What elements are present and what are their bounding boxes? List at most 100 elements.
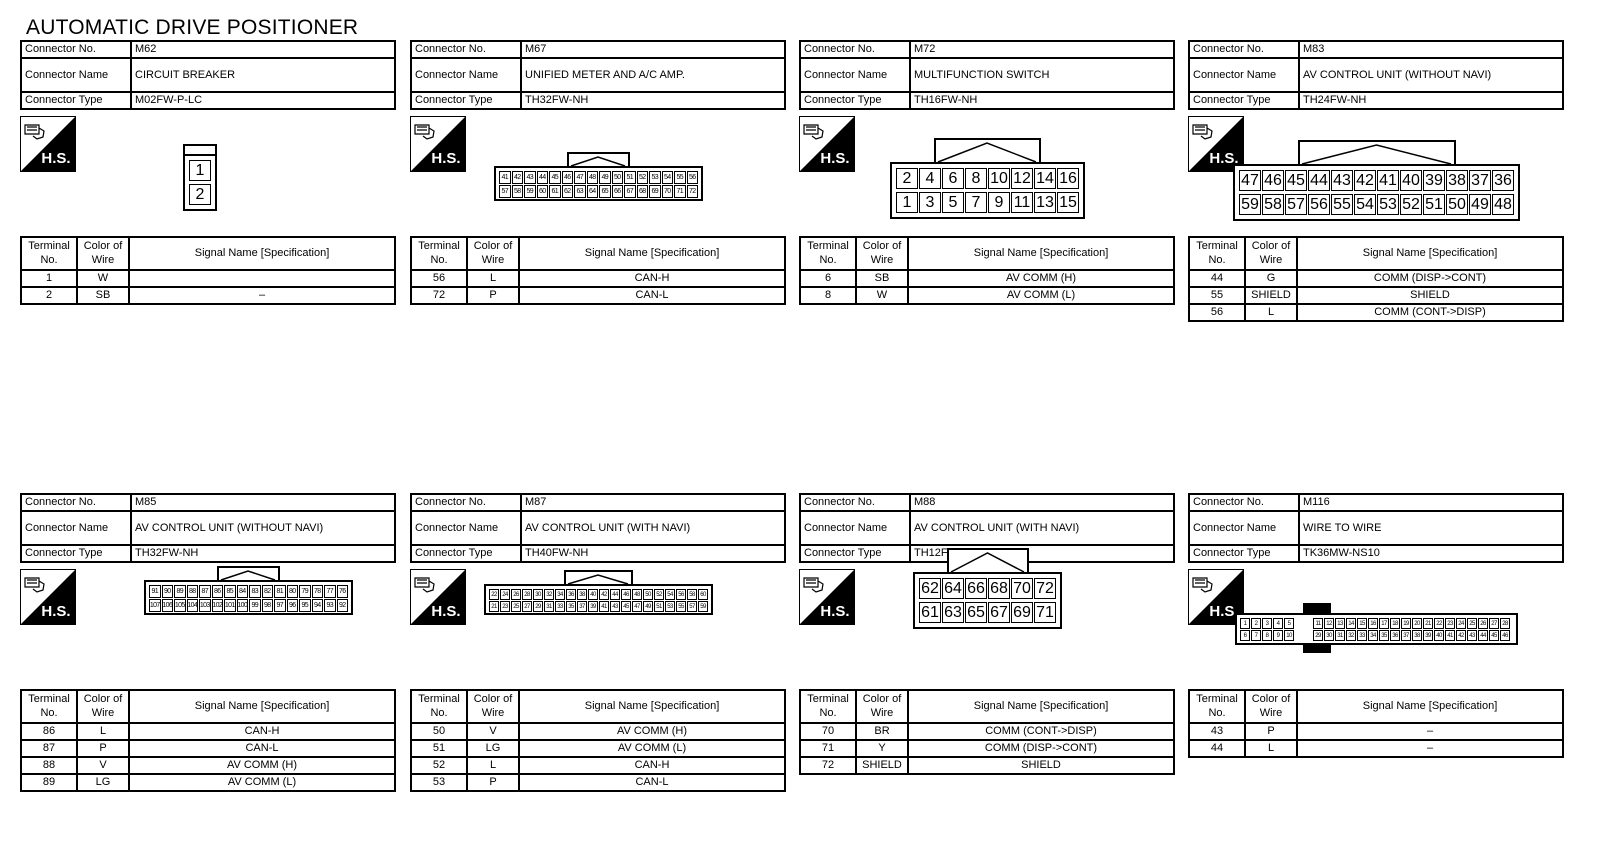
wire-color-header: Color of Wire [855, 689, 909, 724]
signal-name-header: Signal Name [Specification] [1296, 236, 1564, 271]
terminal-pin: 106 [161, 599, 173, 612]
terminal-pin: 9 [1273, 630, 1283, 641]
terminal-pin: 16 [1057, 168, 1079, 189]
signal-name: AV COMM (L) [518, 739, 786, 758]
terminal-pin: 82 [261, 585, 273, 598]
terminal-pin: 44 [610, 589, 620, 600]
terminal-pin: 22 [1434, 618, 1444, 629]
terminal-pin: 69 [649, 185, 661, 198]
wire-color: LG [76, 773, 130, 792]
connector-name-value: AV CONTROL UNIT (WITHOUT NAVI) [1298, 57, 1564, 93]
signal-name: CAN-L [518, 286, 786, 305]
hs-label: H.S. [1209, 150, 1238, 167]
connector-type-value: TH40FW-NH [520, 544, 786, 563]
wire-color-header: Color of Wire [1244, 236, 1298, 271]
terminal-pin: 98 [261, 599, 273, 612]
terminal-pin: 71 [674, 185, 686, 198]
wire-color: SHIELD [1244, 286, 1298, 305]
terminal-no-header: Terminal No. [799, 689, 857, 724]
terminal-pin: 48 [632, 589, 642, 600]
terminal-pin: 64 [586, 185, 598, 198]
terminal-pin: 31 [544, 601, 554, 612]
terminal-pin: 40 [588, 589, 598, 600]
connector-type-value: TH24FW-NH [1298, 91, 1564, 110]
terminal-pin: 37 [1401, 630, 1411, 641]
wire-color: SHIELD [855, 756, 909, 775]
terminal-pin: 50 [643, 589, 653, 600]
terminal-pin: 12 [1324, 618, 1334, 629]
terminal-pin: 20 [1412, 618, 1422, 629]
terminal-pin: 44 [1478, 630, 1488, 641]
wire-color: SB [855, 269, 909, 288]
terminal-pin: 44 [536, 171, 548, 184]
terminal-no: 6 [799, 269, 857, 288]
connector-hood [564, 570, 633, 586]
terminal-pin: 41 [499, 171, 511, 184]
signal-name: CAN-H [518, 269, 786, 288]
terminal-pin: 42 [511, 171, 523, 184]
wire-color-header: Color of Wire [1244, 689, 1298, 724]
terminal-pin: 40 [1400, 170, 1422, 191]
hs-label: H.S. [1209, 603, 1238, 620]
terminal-pin: 42 [599, 589, 609, 600]
terminal-pin: 84 [236, 585, 248, 598]
terminal-pin: 97 [274, 599, 286, 612]
terminal-pin: 4 [919, 168, 941, 189]
terminal-pin: 52 [1400, 194, 1422, 215]
terminal-no: 44 [1188, 269, 1246, 288]
terminal-pin: 62 [919, 578, 941, 599]
terminal-pin: 55 [676, 601, 686, 612]
terminal-pin: 26 [511, 589, 521, 600]
terminal-pin: 36 [1492, 170, 1514, 191]
connector-type-value: TH32FW-NH [520, 91, 786, 110]
terminal-pin: 36 [1390, 630, 1400, 641]
signal-name: AV COMM (H) [518, 722, 786, 741]
terminal-pin: 32 [544, 589, 554, 600]
connector-name-label: Connector Name [1188, 510, 1300, 546]
connector-name-label: Connector Name [410, 510, 522, 546]
terminal-pin: 34 [1368, 630, 1378, 641]
signal-name: COMM (DISP->CONT) [1296, 269, 1564, 288]
terminal-no-header: Terminal No. [410, 689, 468, 724]
terminal-pin: 3 [919, 192, 941, 213]
terminal-pin: 81 [274, 585, 286, 598]
terminal-pin: 38 [577, 589, 587, 600]
terminal-pin: 11 [1313, 618, 1323, 629]
terminal-pin: 42 [1354, 170, 1376, 191]
terminal-pin: 1 [1240, 618, 1250, 629]
terminal-pin: 38 [1412, 630, 1422, 641]
wire-color: P [466, 773, 520, 792]
hs-label: H.S. [431, 150, 460, 167]
hood-lock-chevron [220, 570, 276, 581]
terminal-pin: 30 [533, 589, 543, 600]
connector-number-value: M83 [1298, 40, 1564, 59]
terminal-no-header: Terminal No. [1188, 236, 1246, 271]
terminal-pin: 77 [324, 585, 336, 598]
terminal-pin: 60 [698, 589, 708, 600]
terminal-pin: 66 [965, 578, 987, 599]
terminal-pin: 38 [1446, 170, 1468, 191]
terminal-pin: 12 [1011, 168, 1033, 189]
connector-name-value: AV CONTROL UNIT (WITH NAVI) [520, 510, 786, 546]
